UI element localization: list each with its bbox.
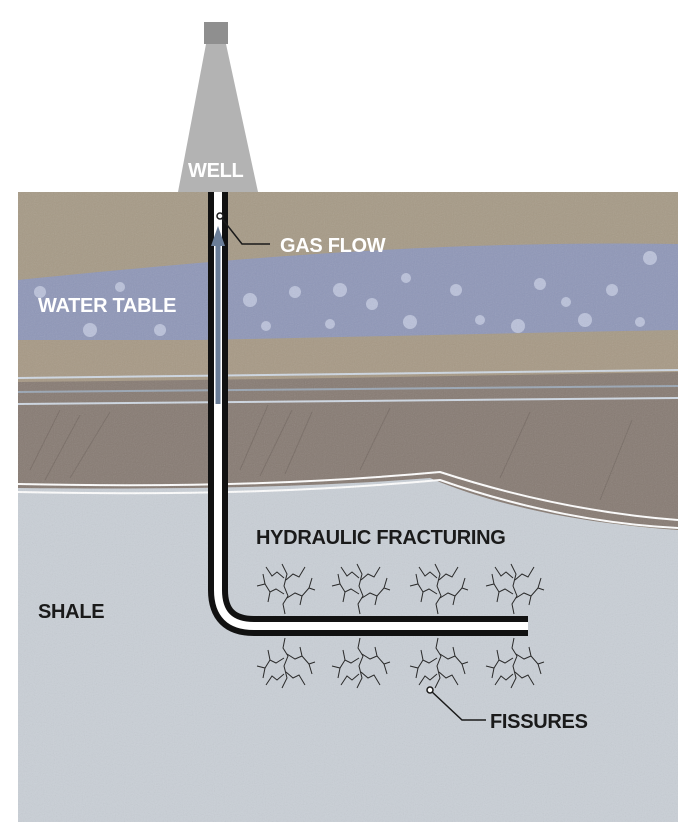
ground-texture	[18, 192, 678, 822]
fissure-crack	[452, 595, 456, 606]
fissure-crack	[356, 637, 364, 689]
ground-layers	[18, 192, 678, 822]
fissure-crack	[281, 637, 289, 689]
fissure-crack	[418, 566, 438, 579]
fissure-crack	[461, 663, 466, 675]
fissure-crack	[267, 591, 271, 603]
fissure-crack	[514, 566, 535, 581]
fissure-crack	[514, 671, 535, 686]
fissure-crack	[537, 663, 542, 675]
fissure-crack	[340, 566, 360, 579]
fissure-crack	[285, 566, 306, 581]
fissure-crack	[383, 577, 388, 589]
fissures-callout	[426, 686, 486, 721]
fissure-crack	[434, 637, 442, 689]
fissure-crack	[374, 595, 378, 606]
fissure-crack	[510, 563, 518, 615]
fissure-crack	[452, 646, 456, 657]
fissure-crack	[537, 577, 542, 589]
fissure-crack	[510, 637, 518, 689]
rig-top-block	[204, 22, 228, 44]
fissure-crack	[491, 573, 495, 585]
fissure-crack	[262, 667, 266, 679]
fissure-crack	[374, 646, 378, 657]
fissure-crack	[438, 671, 459, 686]
fissure-crack	[360, 566, 381, 581]
shale-label: SHALE	[38, 601, 104, 623]
fissure-crack	[308, 663, 313, 675]
pipe-inner	[214, 192, 528, 630]
fissure-crack	[418, 673, 438, 686]
fissure-crack	[383, 663, 388, 675]
fissure-crack	[281, 563, 289, 615]
fissure-crack	[438, 566, 459, 581]
hydraulic-fracturing-label: HYDRAULIC FRACTURING	[256, 527, 506, 549]
fissure-crack	[337, 573, 341, 585]
fissure-crack	[340, 673, 360, 686]
water-table-label: WATER TABLE	[38, 295, 176, 317]
well-label: WELL	[188, 160, 244, 182]
fissure-crack	[415, 573, 419, 585]
fissure-crack	[420, 591, 424, 603]
fissure-crack	[265, 673, 285, 686]
fissure-crack	[420, 649, 424, 661]
fissure-crack	[494, 566, 514, 579]
fissure-crack	[342, 649, 346, 661]
fissure-crack	[434, 563, 442, 615]
fissure-crack	[299, 595, 303, 606]
rig-tower	[178, 44, 258, 192]
fissures-group	[256, 563, 545, 689]
fissure-crack	[494, 673, 514, 686]
fissure-crack	[342, 591, 346, 603]
gas-flow-label: GAS FLOW	[280, 235, 386, 257]
fissure-crack	[528, 646, 532, 657]
fissure-crack	[262, 573, 266, 585]
fissure-crack	[360, 671, 381, 686]
fissure-crack	[528, 595, 532, 606]
fissure-crack	[267, 649, 271, 661]
drilling-rig	[178, 22, 258, 192]
fissure-crack	[496, 649, 500, 661]
fissure-crack	[415, 667, 419, 679]
fissure-crack	[356, 563, 364, 615]
fissure-crack	[461, 577, 466, 589]
fissure-crack	[491, 667, 495, 679]
fissure-crack	[299, 646, 303, 657]
fissure-crack	[285, 671, 306, 686]
fissure-crack	[265, 566, 285, 579]
well-pipe	[208, 192, 528, 636]
fissure-crack	[496, 591, 500, 603]
gas-flow-arrow	[211, 226, 225, 404]
gas-flow-callout	[216, 212, 270, 245]
fissures-label: FISSURES	[490, 711, 588, 733]
fissure-crack	[337, 667, 341, 679]
fissure-crack	[308, 577, 313, 589]
